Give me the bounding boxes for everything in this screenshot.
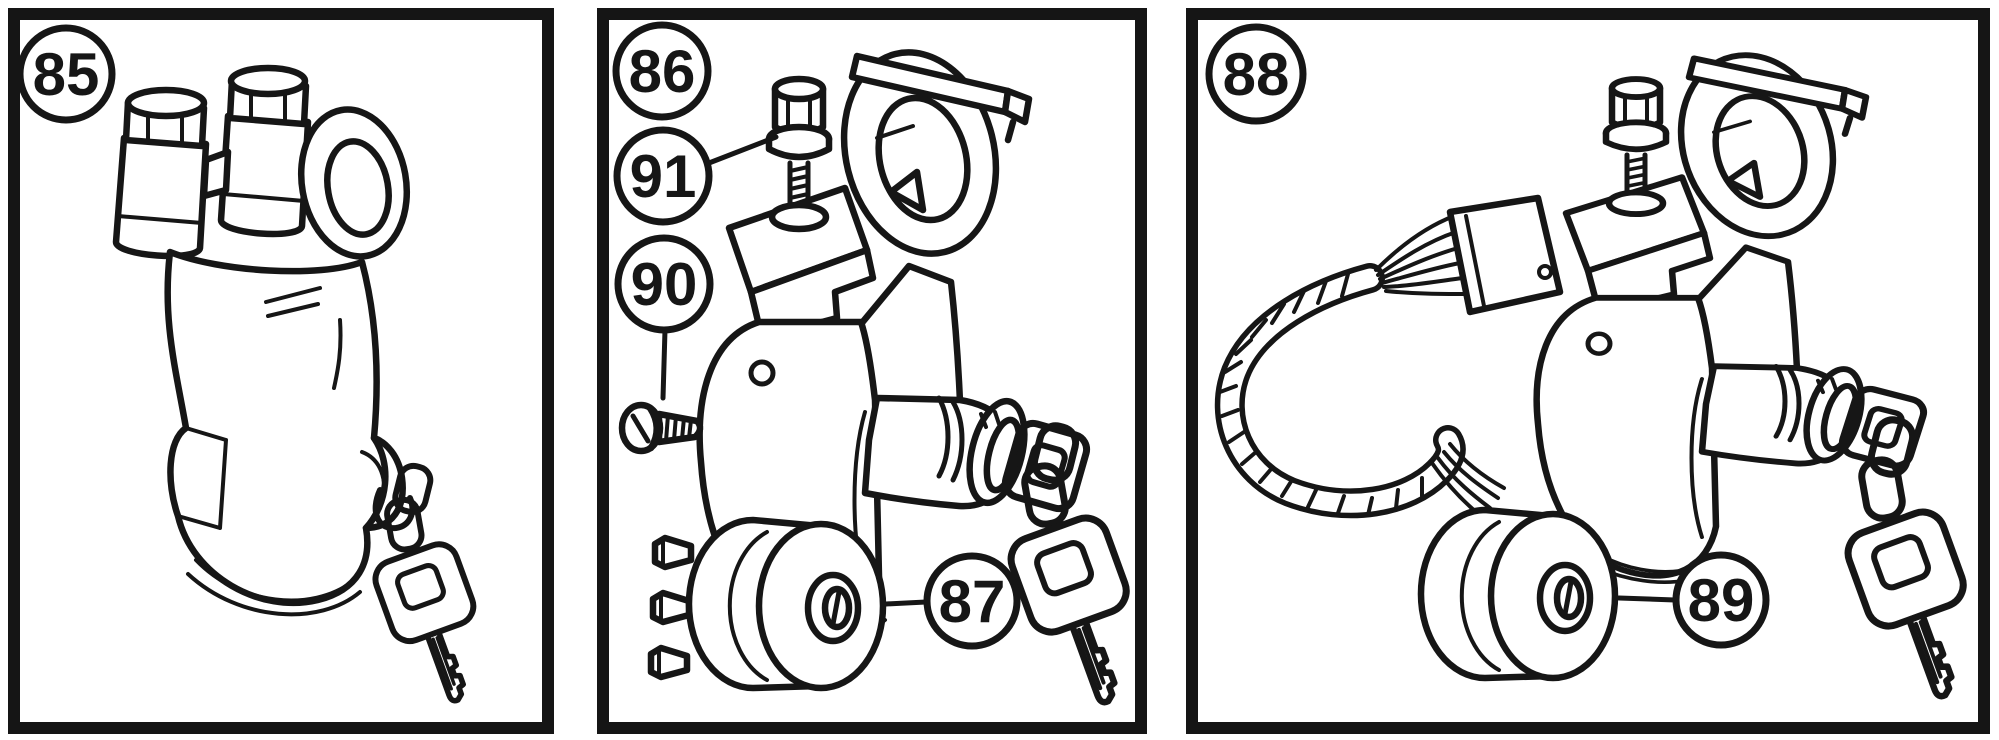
leader-line-91 [706,134,779,166]
panel-85: 85 [8,8,554,734]
callout-87-label: 87 [939,568,1006,635]
callout-89-label: 89 [1688,567,1755,634]
callout-85-label: 85 [33,41,100,108]
callout-88-label: 88 [1223,41,1290,108]
screw-drawing [622,405,700,451]
braid-hatching [1218,272,1424,517]
switch-drawing [651,520,883,688]
key-drawing [370,463,503,713]
connector-wires [1374,214,1468,296]
callout-87: 87 [923,552,1021,650]
callout-90: 90 [614,234,714,334]
leader-line-90 [660,327,668,401]
leader-line-89 [1616,595,1678,603]
callout-89: 89 [1672,551,1770,649]
ignition-switch-drawing [112,64,503,713]
panel-86: 86 91 90 87 [597,8,1147,734]
leader-line-87 [883,599,929,607]
callout-86: 86 [612,21,712,121]
panel-88: 88 89 [1186,8,1990,734]
switch-drawing [1421,510,1615,678]
callout-86-label: 86 [629,38,696,105]
callout-91: 91 [613,126,713,226]
callout-85: 85 [20,24,116,124]
callout-91-label: 91 [630,143,697,210]
callout-88: 88 [1205,23,1307,125]
wiring-harness-drawing [1214,214,1506,519]
connector-drawing [1446,194,1564,316]
callout-90-label: 90 [631,251,698,318]
key-drawing [1005,422,1135,716]
switch-wires [1430,442,1506,519]
